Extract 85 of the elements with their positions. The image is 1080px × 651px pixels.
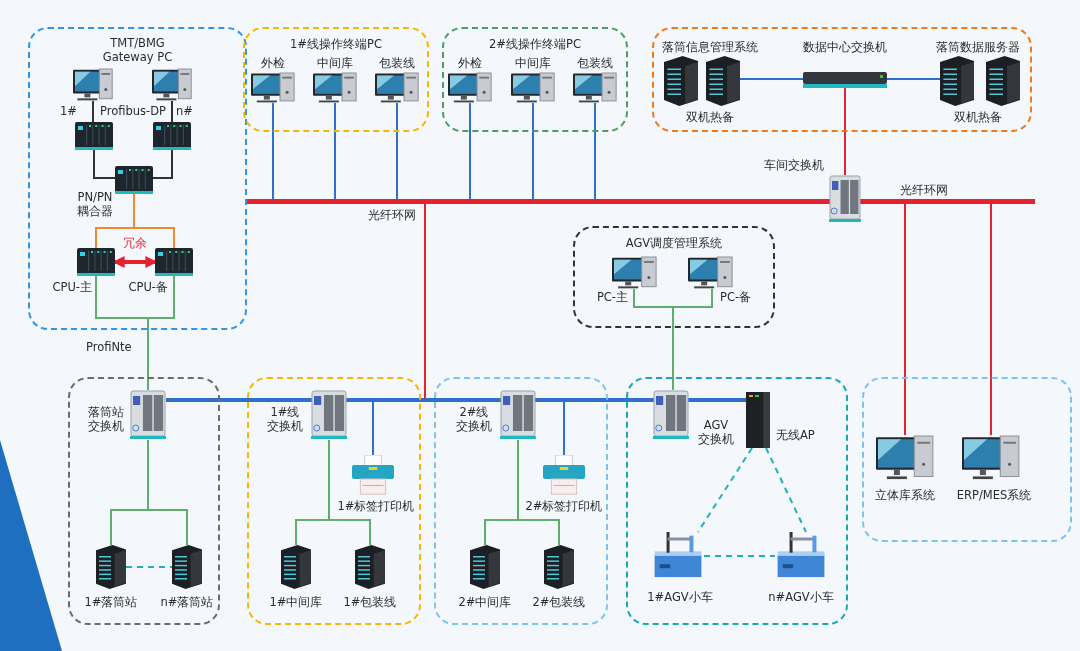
- group-frame: [243, 27, 429, 132]
- device-label: 1#: [60, 104, 77, 118]
- device-label: 中间库: [515, 56, 551, 70]
- network-label: 光纤环网: [900, 183, 948, 197]
- group-frame: [247, 377, 421, 625]
- device-label: 1#线交换机: [267, 405, 303, 433]
- device-label: 包装线: [379, 56, 415, 70]
- device-label: 2#中间库: [458, 595, 512, 609]
- network-label: ProfiNte: [86, 340, 132, 354]
- device-label: 包装线: [577, 56, 613, 70]
- device-label: AGV交换机: [698, 418, 734, 446]
- device-label: n#: [176, 104, 193, 118]
- group-frame: [573, 226, 775, 328]
- device-label: 1#中间库: [269, 595, 323, 609]
- network-line: [904, 203, 906, 436]
- device-label: 落筒信息管理系统: [662, 40, 758, 54]
- network-line: [328, 439, 371, 546]
- device-label: 1#包装线: [343, 595, 397, 609]
- network-label: 光纤环网: [368, 208, 416, 222]
- group-frame: [442, 27, 628, 132]
- network-line: [532, 102, 534, 200]
- edge-label: 冗余: [123, 236, 147, 250]
- network-line: [92, 100, 94, 123]
- network-line: [563, 401, 565, 456]
- network-line: [133, 193, 175, 249]
- network-line: [469, 102, 471, 200]
- device-label: 双机热备: [686, 110, 734, 124]
- network-line: [372, 401, 374, 456]
- network-line: [334, 102, 336, 200]
- network-line: [844, 87, 846, 176]
- network-line: [739, 78, 804, 80]
- network-line: [594, 102, 596, 200]
- network-line: [152, 149, 173, 179]
- network-line: [697, 447, 753, 533]
- group-frame: [652, 27, 1032, 132]
- device-label: 双机热备: [954, 110, 1002, 124]
- network-line: [171, 100, 173, 123]
- network-label: Profibus-DP: [100, 104, 166, 118]
- device-label: CPU-备: [128, 280, 168, 294]
- device-label: 外检: [261, 56, 285, 70]
- network-line: [272, 102, 274, 200]
- device-label: 1#AGV小车: [647, 590, 713, 604]
- group-frame: [434, 377, 608, 625]
- network-line: [886, 78, 941, 80]
- device-label: PN/PN耦合器: [77, 190, 113, 218]
- network-line: [765, 447, 807, 533]
- network-line: [396, 102, 398, 200]
- network-line: [672, 288, 713, 391]
- network-line: [147, 439, 188, 546]
- device-label: 落筒站交换机: [88, 405, 124, 433]
- arrow: [112, 256, 158, 268]
- device-label: n#AGV小车: [768, 590, 834, 604]
- device-label: PC-主: [596, 290, 628, 304]
- device-label: 数据中心交换机: [803, 40, 887, 54]
- device-label: 落筒数据服务器: [936, 40, 1020, 54]
- network-bus: [166, 398, 748, 402]
- network-bus: [245, 199, 1035, 204]
- device-label: 无线AP: [776, 428, 815, 442]
- device-label: 1#落筒站: [84, 595, 138, 609]
- device-label: CPU-主: [52, 280, 92, 294]
- device-label: 立体库系统: [875, 488, 935, 502]
- network-line: [990, 203, 992, 436]
- network-line: [125, 566, 173, 568]
- device-label: ERP/MES系统: [956, 488, 1032, 502]
- network-line: [703, 555, 776, 557]
- group-title: AGV调度管理系统: [625, 236, 723, 250]
- group-frame: [28, 27, 247, 330]
- device-label: n#落筒站: [160, 595, 214, 609]
- group-title: TMT/BMG Gateway PC: [101, 36, 174, 64]
- group-frame: [68, 377, 220, 625]
- network-line: [517, 439, 560, 546]
- device-label: 2#标签打印机: [525, 499, 603, 513]
- device-label: 2#包装线: [532, 595, 586, 609]
- group-frame: [626, 377, 848, 625]
- network-line: [147, 275, 175, 391]
- device-label: PC-备: [720, 290, 752, 304]
- device-label: 车间交换机: [764, 158, 824, 172]
- device-label: 2#线交换机: [456, 405, 492, 433]
- network-line: [93, 149, 116, 179]
- group-frame: [862, 377, 1072, 542]
- group-title: 1#线操作终端PC: [290, 37, 382, 51]
- device-label: 外检: [458, 56, 482, 70]
- device-label: 1#标签打印机: [337, 499, 415, 513]
- device-label: 中间库: [317, 56, 353, 70]
- group-title: 2#线操作终端PC: [489, 37, 581, 51]
